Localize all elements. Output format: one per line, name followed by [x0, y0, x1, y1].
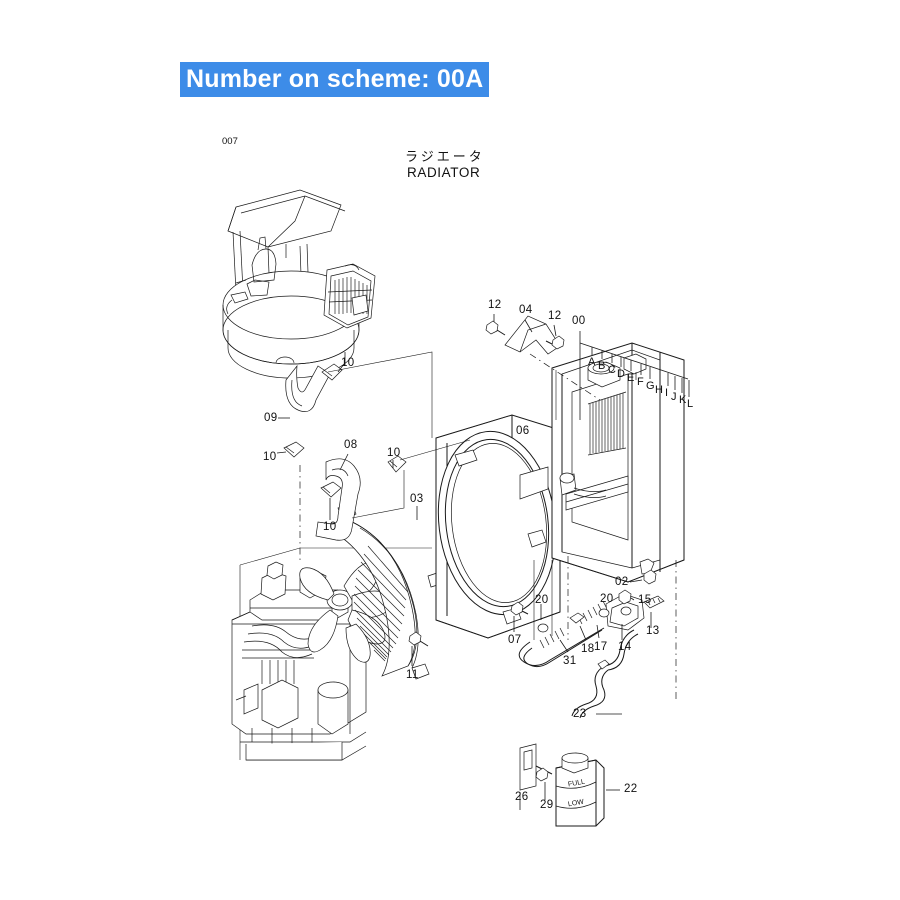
- part-number-17: 17: [594, 641, 608, 653]
- excavator-illustration: [223, 190, 375, 378]
- letter-callout-j: J: [671, 391, 677, 403]
- diagram-title-english: RADIATOR: [407, 165, 481, 180]
- upper-bracket-part-04: [486, 314, 600, 400]
- upper-hose-part-09: [277, 364, 344, 457]
- letter-callout-c: C: [608, 364, 616, 376]
- part-number-00: 00: [572, 315, 586, 327]
- sheet-number: 007: [222, 136, 238, 147]
- letter-callout-b: B: [598, 360, 606, 372]
- engine-illustration: [232, 548, 432, 760]
- letter-callout-g: G: [646, 380, 655, 392]
- part-number-29: 29: [540, 799, 554, 811]
- part-number-20-a: 20: [535, 594, 549, 606]
- lower-hose-part-08: [316, 454, 417, 540]
- letter-callout-e: E: [627, 372, 635, 384]
- part-number-31: 31: [563, 655, 577, 667]
- part-number-26: 26: [515, 791, 529, 803]
- part-number-23: 23: [573, 708, 587, 720]
- part-number-04: 04: [519, 304, 533, 316]
- part-number-03: 03: [410, 493, 424, 505]
- part-number-02: 02: [615, 576, 629, 588]
- part-number-06: 06: [516, 425, 530, 437]
- part-number-10-d: 10: [323, 521, 337, 533]
- letter-callout-k: K: [679, 394, 687, 406]
- letter-callout-f: F: [637, 376, 644, 388]
- sensor-hose-assembly: [409, 556, 676, 700]
- letter-callout-a: A: [588, 356, 596, 368]
- radiator-assembly-part-00: [552, 331, 689, 582]
- part-number-20-b: 20: [600, 593, 614, 605]
- part-number-12-b: 12: [548, 310, 562, 322]
- part-number-12-a: 12: [488, 299, 502, 311]
- part-number-18: 18: [581, 643, 595, 655]
- scheme-number-header: Number on scheme: 00A: [180, 62, 490, 97]
- part-number-09: 09: [264, 412, 278, 424]
- part-number-07: 07: [508, 634, 522, 646]
- part-number-15: 15: [638, 594, 652, 606]
- letter-callout-l: L: [687, 398, 694, 410]
- part-number-08: 08: [344, 439, 358, 451]
- letter-callout-i: I: [665, 387, 669, 399]
- part-number-11: 11: [406, 669, 419, 681]
- part-number-13: 13: [646, 625, 660, 637]
- part-number-22: 22: [624, 783, 638, 795]
- part-number-10-a: 10: [341, 357, 355, 369]
- letter-callout-d: D: [617, 368, 625, 380]
- part-number-10-b: 10: [263, 451, 277, 463]
- diagram-title-japanese: ラジエータ: [405, 150, 485, 165]
- part-number-14: 14: [618, 641, 632, 653]
- fan-shroud-part-06: [428, 415, 566, 638]
- reservoir-tank-assembly: [520, 630, 638, 826]
- part-number-10-c: 10: [387, 447, 401, 459]
- letter-callout-h: H: [655, 384, 663, 396]
